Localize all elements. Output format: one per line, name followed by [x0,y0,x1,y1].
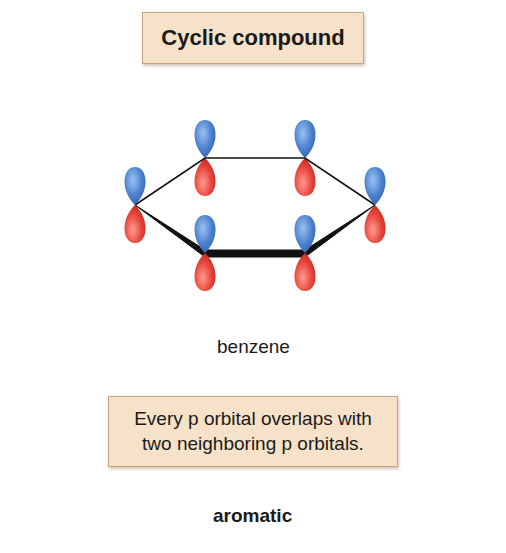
molecule-name: benzene [217,336,290,358]
benzene-ring [135,158,375,257]
text-box: Every p orbital overlaps with two neighb… [108,396,398,467]
p-orbitals-front [124,167,385,291]
box-text: Cyclic compound [161,25,345,51]
classification-label: aromatic [213,505,292,527]
box-text: Every p orbital overlaps with two neighb… [125,407,381,456]
text-box: Cyclic compound [142,12,364,64]
